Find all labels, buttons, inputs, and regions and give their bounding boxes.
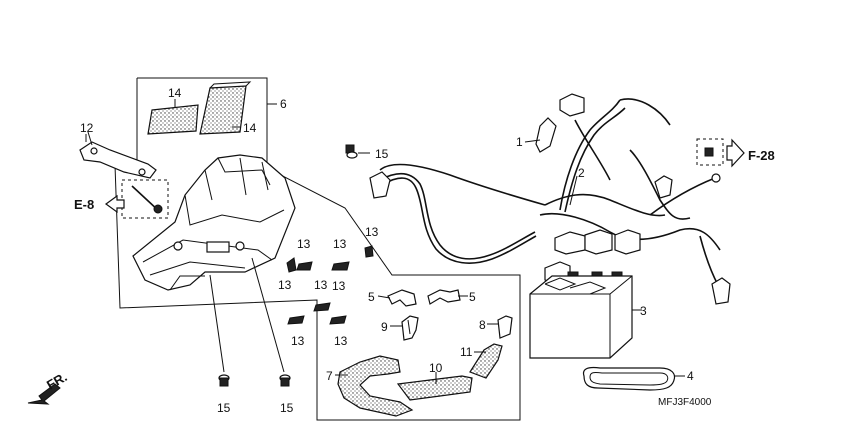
callout-11: 11 (460, 345, 473, 359)
bracket-12 (79, 131, 157, 179)
callout-10: 10 (429, 361, 443, 375)
callout-4: 4 (687, 369, 694, 383)
callout-15-bottom-right: 15 (280, 401, 294, 415)
callout-6: 6 (280, 97, 287, 111)
drawing-code: MFJ3F4000 (658, 397, 712, 408)
bolt-15-bottom-right (279, 374, 291, 387)
ref-arrow-e8 (104, 194, 125, 214)
callout-14-left: 14 (168, 86, 182, 100)
bolt-12 (121, 179, 169, 219)
bolt-15-bottom-left (218, 374, 230, 387)
bracket-1 (535, 117, 557, 153)
band-4 (582, 366, 676, 391)
wire-harness-2 (369, 93, 731, 305)
callout-13-a: 13 (297, 237, 311, 251)
callout-5-left: 5 (368, 290, 375, 304)
callout-13-g: 13 (291, 334, 305, 348)
callout-3: 3 (640, 304, 647, 318)
foam-7 (337, 355, 414, 417)
under-seat-tray (132, 154, 296, 291)
callout-13-d: 13 (278, 278, 292, 292)
callout-15-top: 15 (375, 147, 389, 161)
leader-lines (85, 134, 685, 384)
callout-13-h: 13 (334, 334, 348, 348)
callout-8: 8 (479, 318, 486, 332)
callout-5-right: 5 (469, 290, 476, 304)
front-direction-arrow (27, 383, 61, 405)
callout-13-e: 13 (332, 279, 346, 293)
clamp-13-set (286, 245, 374, 325)
ref-bolt-f28 (696, 138, 745, 168)
callout-7: 7 (326, 369, 333, 383)
callout-13-b: 13 (333, 237, 347, 251)
callout-13-f: 13 (314, 278, 328, 292)
callout-9: 9 (381, 320, 388, 334)
ecu-3 (529, 275, 633, 359)
callout-12: 12 (80, 121, 94, 135)
clip-9 (401, 315, 419, 341)
callout-1: 1 (516, 135, 523, 149)
pad-14-left (147, 104, 199, 135)
pad-8 (497, 315, 513, 339)
reference-e8: E-8 (74, 197, 94, 212)
bolt-15-top (345, 144, 370, 159)
callout-2: 2 (578, 166, 585, 180)
reference-f28: F-28 (748, 148, 775, 163)
clip-5-right (427, 289, 461, 305)
callout-14-right: 14 (243, 121, 257, 135)
pad-14-right (199, 81, 252, 135)
foam-11 (469, 343, 503, 379)
callout-15-bottom-left: 15 (217, 401, 231, 415)
callout-13-c: 13 (365, 225, 379, 239)
foam-10 (396, 375, 473, 401)
clip-5-left (387, 289, 417, 307)
